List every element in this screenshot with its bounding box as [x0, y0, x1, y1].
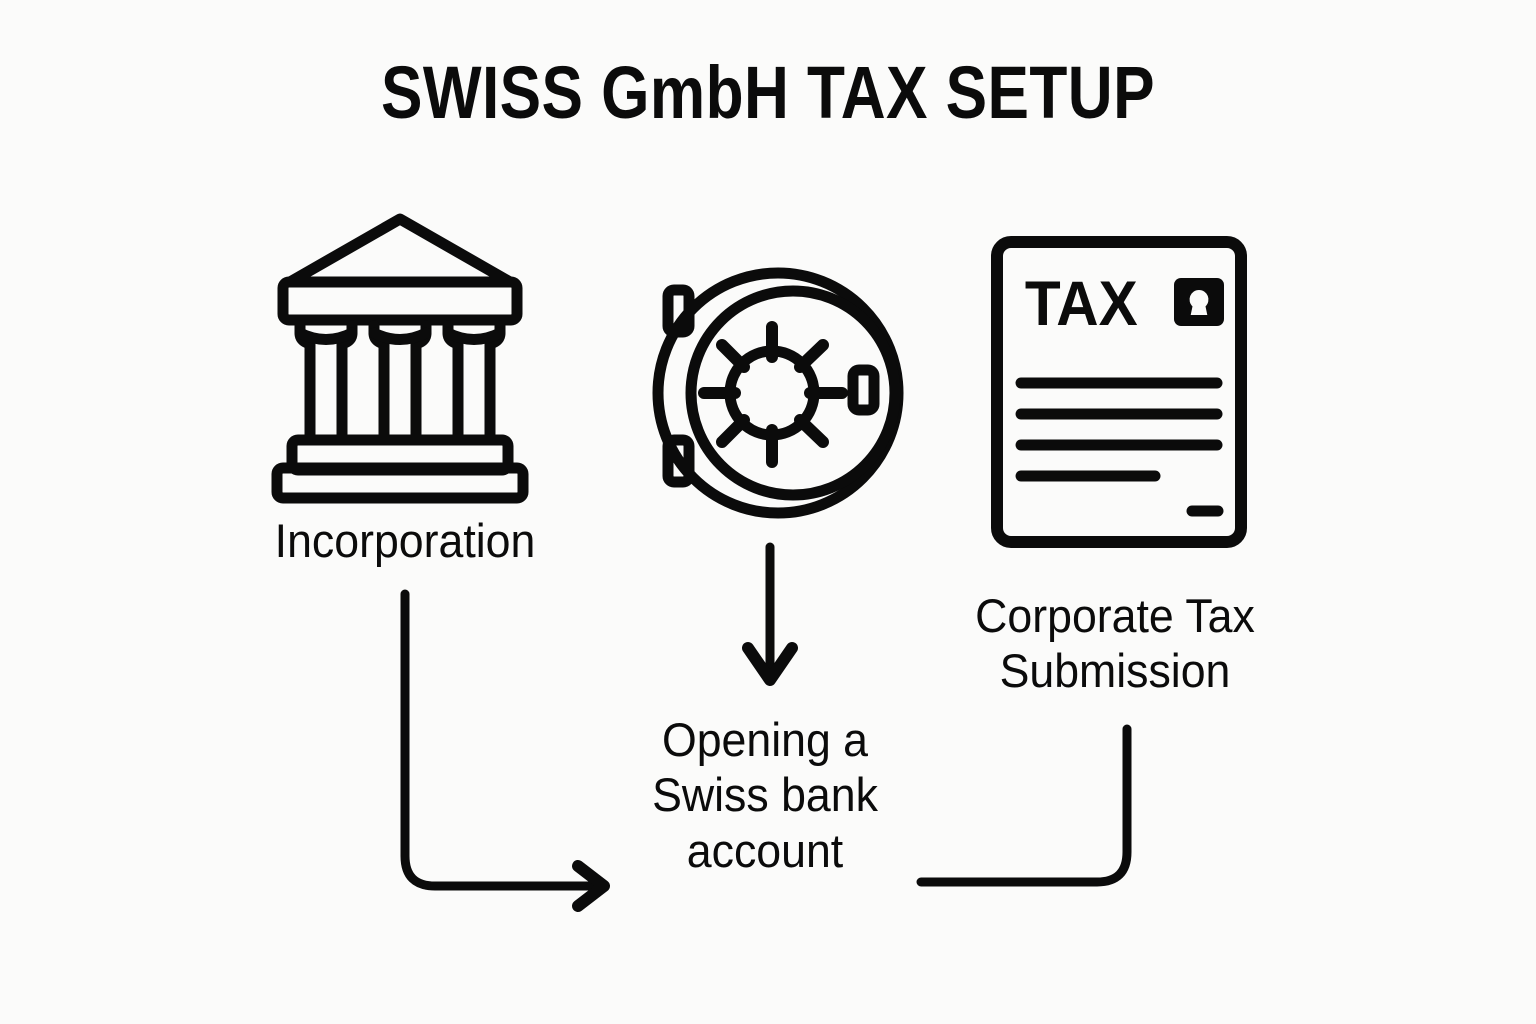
- bank-column-2b: [410, 320, 432, 446]
- bank-column-2-capital: [368, 327, 432, 345]
- document-seal-icon: [1174, 278, 1224, 326]
- document-tax-heading: TAX: [1025, 268, 1138, 338]
- page-title: SWISS GmbH TAX SETUP: [381, 51, 1155, 134]
- connector-vault-to-bank-account: [742, 542, 798, 686]
- node-label-incorporation: Incorporation: [182, 513, 629, 568]
- bank-roof: [284, 213, 516, 288]
- vault-spoke-nw: [716, 339, 750, 373]
- bank-building-icon: [271, 213, 529, 504]
- bank-column-3-capital: [442, 327, 506, 345]
- bank-column-1: [294, 320, 316, 446]
- bank-architrave: [277, 276, 523, 326]
- node-label-bank-account-line-2: Swiss bank: [652, 768, 878, 822]
- bank-column-3b: [484, 320, 506, 446]
- vault-hinge-bottom-left: [662, 434, 695, 488]
- seal-keyhole-icon: [1189, 290, 1209, 315]
- vault-spoke-sw: [716, 414, 750, 448]
- node-label-bank-account: Opening a Swiss bank account: [594, 712, 936, 878]
- connector-path-1: [400, 589, 597, 891]
- vault-hinge-right: [847, 364, 880, 416]
- bank-column-1-capital: [294, 327, 358, 345]
- node-label-incorporation-line-1: Incorporation: [274, 514, 536, 567]
- node-label-corporate-tax-line-1: Corporate Tax: [975, 589, 1255, 642]
- vault-hinge-top-left: [662, 284, 695, 338]
- arrowhead-chevron-right: [572, 860, 610, 912]
- vault-spoke-ne: [794, 339, 829, 373]
- vault-door-ring: [685, 285, 901, 501]
- vault-safe-icon: [652, 267, 904, 519]
- vault-handle-spokes: [698, 321, 848, 468]
- bank-column-3: [442, 320, 464, 446]
- connector-path-3: [916, 724, 1132, 887]
- node-label-bank-account-line-3: account: [686, 823, 844, 877]
- bank-column-1b: [336, 320, 358, 446]
- arrowhead-chevron-down: [742, 642, 798, 686]
- tax-document-icon: TAX: [991, 236, 1247, 548]
- node-label-corporate-tax: Corporate Tax Submission: [935, 588, 1296, 699]
- connector-incorporation-to-bank-account: [400, 589, 610, 912]
- node-label-corporate-tax-line-2: Submission: [999, 644, 1231, 698]
- bank-base-lower: [271, 462, 529, 504]
- document-page: [991, 236, 1247, 548]
- document-body-lines: [1015, 377, 1224, 517]
- vault-spoke-se: [794, 414, 829, 448]
- connector-corporate-tax-to-bank-account: [916, 724, 1132, 887]
- bank-column-2: [368, 320, 390, 446]
- node-label-bank-account-line-1: Opening a: [661, 713, 869, 766]
